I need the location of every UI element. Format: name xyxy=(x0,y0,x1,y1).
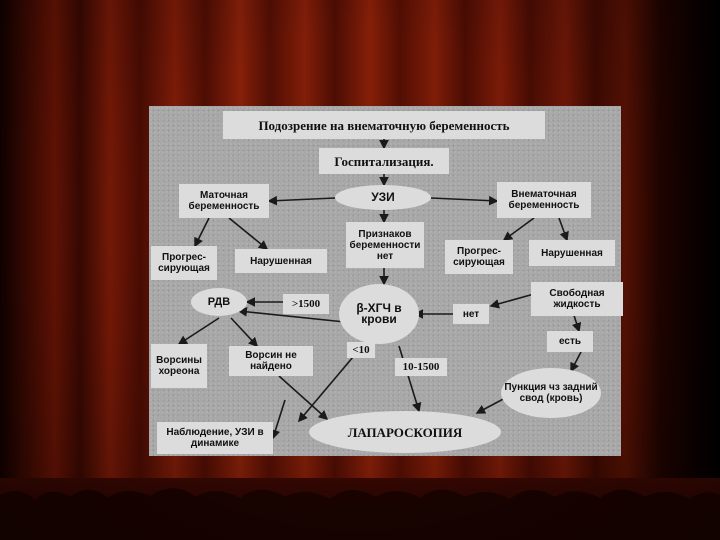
hcg-text: β-ХГЧ в крови xyxy=(341,303,417,325)
villi-not-found-text: Ворсин не найдено xyxy=(231,350,311,372)
observation-box: Наблюдение, УЗИ в динамике xyxy=(157,422,273,454)
laparoscopy-oval: ЛАПАРОСКОПИЯ xyxy=(309,411,501,453)
progressing-left-box: Прогрес-сирующая xyxy=(151,246,217,280)
no-signs-box: Признаков беременности нет xyxy=(346,222,424,268)
uterine-pregnancy-text: Маточная беременность xyxy=(181,190,267,212)
yes-box: есть xyxy=(547,331,593,352)
puncture-text: Пункция чз задний свод (кровь) xyxy=(503,382,599,404)
rdv-oval: РДВ xyxy=(191,288,247,316)
no-text: нет xyxy=(463,309,479,320)
hcg-oval: β-ХГЧ в крови xyxy=(339,284,419,344)
villi-not-found-box: Ворсин не найдено xyxy=(229,346,313,376)
uzi-text: УЗИ xyxy=(371,192,395,203)
disrupted-right-text: Нарушенная xyxy=(541,248,603,259)
observation-text: Наблюдение, УЗИ в динамике xyxy=(159,427,271,449)
disrupted-left-box: Нарушенная xyxy=(235,249,327,273)
rdv-text: РДВ xyxy=(208,297,230,308)
range-text: 10-1500 xyxy=(403,362,440,373)
disrupted-right-box: Нарушенная xyxy=(529,240,615,266)
uterine-pregnancy-box: Маточная беременность xyxy=(179,184,269,218)
villi-box: Ворсины хореона xyxy=(151,344,207,388)
disrupted-left-text: Нарушенная xyxy=(250,256,312,267)
laparoscopy-text: ЛАПАРОСКОПИЯ xyxy=(348,427,463,438)
villi-text: Ворсины хореона xyxy=(153,355,205,377)
range-box: 10-1500 xyxy=(395,358,447,376)
lt10-box: <10 xyxy=(347,342,375,358)
puncture-oval: Пункция чз задний свод (кровь) xyxy=(501,368,601,418)
flowchart-slide: Подозрение на внематочную беременность Г… xyxy=(149,106,621,456)
progressing-left-text: Прогрес-сирующая xyxy=(153,252,215,274)
progressing-right-text: Прогрес-сирующая xyxy=(447,246,511,268)
suspicion-box: Подозрение на внематочную беременность xyxy=(223,111,545,139)
no-box: нет xyxy=(453,304,489,324)
progressing-right-box: Прогрес-сирующая xyxy=(445,240,513,274)
lt10-text: <10 xyxy=(352,345,369,356)
free-fluid-text: Свободная жидкость xyxy=(533,288,621,310)
ectopic-pregnancy-text: Внематочная беременность xyxy=(499,189,589,211)
hospitalization-box: Госпитализация. xyxy=(319,148,449,174)
hospitalization-text: Госпитализация. xyxy=(334,156,433,167)
no-signs-text: Признаков беременности нет xyxy=(348,229,422,262)
free-fluid-box: Свободная жидкость xyxy=(531,282,623,316)
gt1500-text: >1500 xyxy=(292,299,320,310)
ectopic-pregnancy-box: Внематочная беременность xyxy=(497,182,591,218)
uzi-oval: УЗИ xyxy=(335,185,431,210)
yes-text: есть xyxy=(559,336,581,347)
gt1500-box: >1500 xyxy=(283,294,329,314)
suspicion-text: Подозрение на внематочную беременность xyxy=(258,120,509,131)
